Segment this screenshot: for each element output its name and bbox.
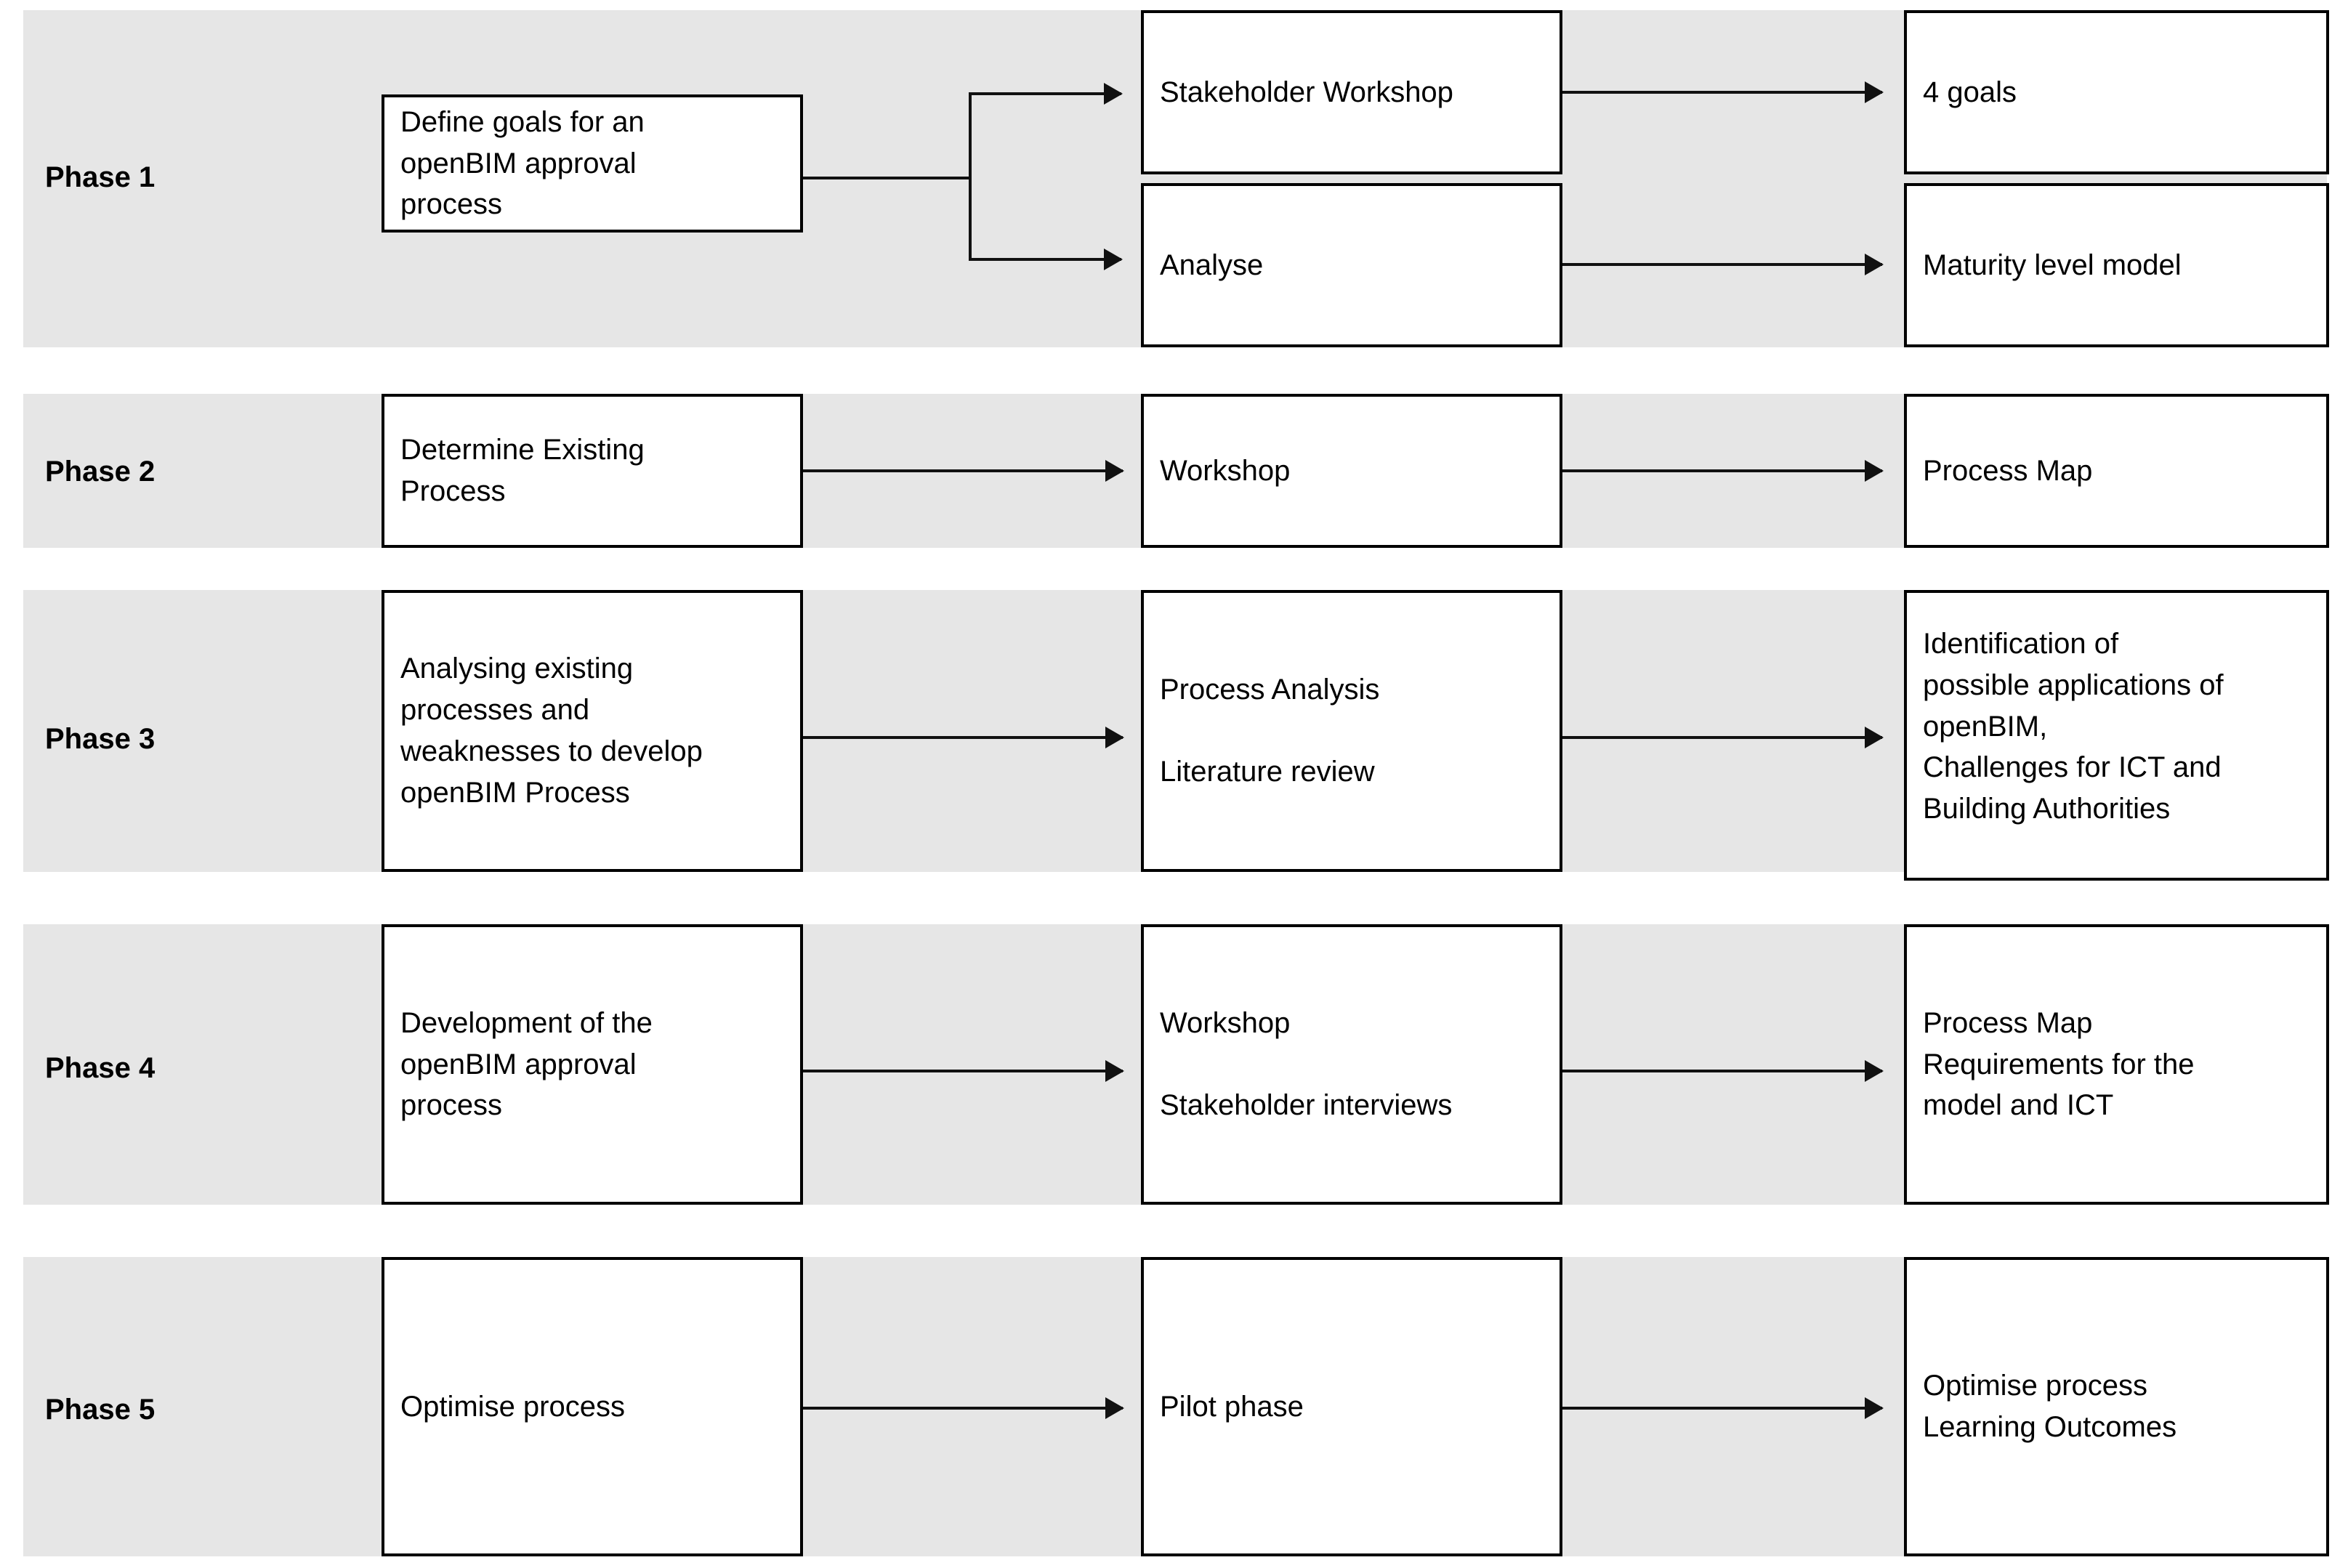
phase3-method-box: Process Analysis Literature review bbox=[1141, 590, 1562, 872]
phase-label-1: Phase 1 bbox=[45, 161, 156, 193]
phase-label-5: Phase 5 bbox=[45, 1394, 156, 1426]
phase1-arrow-to-4-goals bbox=[1562, 91, 1882, 94]
phase-label-4: Phase 4 bbox=[45, 1052, 156, 1084]
phase1-output-box-2: Maturity level model bbox=[1904, 183, 2329, 347]
phase4-arrow-method-to-output bbox=[1562, 1070, 1882, 1072]
phase1-method-text-1: Stakeholder Workshop bbox=[1160, 76, 1453, 108]
phase3-method-text: Process Analysis Literature review bbox=[1160, 673, 1380, 788]
phase1-output-box-1: 4 goals bbox=[1904, 10, 2329, 174]
phase5-output-box: Optimise process Learning Outcomes bbox=[1904, 1257, 2329, 1556]
phase1-arrow-to-stakeholder-workshop bbox=[969, 92, 1121, 95]
phase4-output-box: Process Map Requirements for the model a… bbox=[1904, 924, 2329, 1205]
phase3-input-text: Analysing existing processes and weaknes… bbox=[400, 652, 703, 809]
phase1-arrow-to-analyse bbox=[969, 258, 1121, 261]
phase1-branch-riser bbox=[969, 92, 972, 259]
phase1-method-box-1: Stakeholder Workshop bbox=[1141, 10, 1562, 174]
phase-label-2: Phase 2 bbox=[45, 456, 156, 488]
phase3-input-box: Analysing existing processes and weaknes… bbox=[382, 590, 803, 872]
phase2-input-box: Determine Existing Process bbox=[382, 394, 803, 548]
phase5-arrow-method-to-output bbox=[1562, 1407, 1882, 1410]
phase1-arrow-to-maturity-level-model bbox=[1562, 263, 1882, 266]
phase3-arrow-input-to-method bbox=[803, 736, 1123, 739]
phase1-method-box-2: Analyse bbox=[1141, 183, 1562, 347]
phase4-input-text: Development of the openBIM approval proc… bbox=[400, 1006, 653, 1122]
phase2-method-box: Workshop bbox=[1141, 394, 1562, 548]
phase3-output-box: Identification of possible applications … bbox=[1904, 590, 2329, 881]
phase2-input-text: Determine Existing Process bbox=[400, 434, 645, 507]
phase1-input-text: Define goals for an openBIM approval pro… bbox=[400, 105, 645, 221]
phase2-output-box: Process Map bbox=[1904, 394, 2329, 548]
phase2-arrow-method-to-output bbox=[1562, 469, 1882, 472]
phase4-input-box: Development of the openBIM approval proc… bbox=[382, 924, 803, 1205]
phase4-output-text: Process Map Requirements for the model a… bbox=[1923, 1006, 2195, 1122]
phase5-method-box: Pilot phase bbox=[1141, 1257, 1562, 1556]
phase5-arrow-input-to-method bbox=[803, 1407, 1123, 1410]
phase1-output-text-2: Maturity level model bbox=[1923, 248, 2182, 281]
phase2-arrow-input-to-method bbox=[803, 469, 1123, 472]
phase5-output-text: Optimise process Learning Outcomes bbox=[1923, 1370, 2177, 1443]
phase3-output-text: Identification of possible applications … bbox=[1923, 628, 2224, 825]
phase4-arrow-input-to-method bbox=[803, 1070, 1123, 1072]
phase5-input-text: Optimise process bbox=[400, 1390, 625, 1423]
phase2-method-text: Workshop bbox=[1160, 454, 1291, 487]
phase5-method-text: Pilot phase bbox=[1160, 1390, 1304, 1423]
phase1-input-box: Define goals for an openBIM approval pro… bbox=[382, 94, 803, 233]
phase4-method-text: Workshop Stakeholder interviews bbox=[1160, 1006, 1453, 1122]
phase1-output-text-1: 4 goals bbox=[1923, 76, 2017, 108]
phase1-method-text-2: Analyse bbox=[1160, 248, 1264, 281]
phase3-arrow-method-to-output bbox=[1562, 736, 1882, 739]
phase2-output-text: Process Map bbox=[1923, 454, 2093, 487]
phase-label-3: Phase 3 bbox=[45, 723, 156, 755]
phase4-method-box: Workshop Stakeholder interviews bbox=[1141, 924, 1562, 1205]
phase5-input-box: Optimise process bbox=[382, 1257, 803, 1556]
phase1-branch-stem bbox=[803, 177, 970, 179]
